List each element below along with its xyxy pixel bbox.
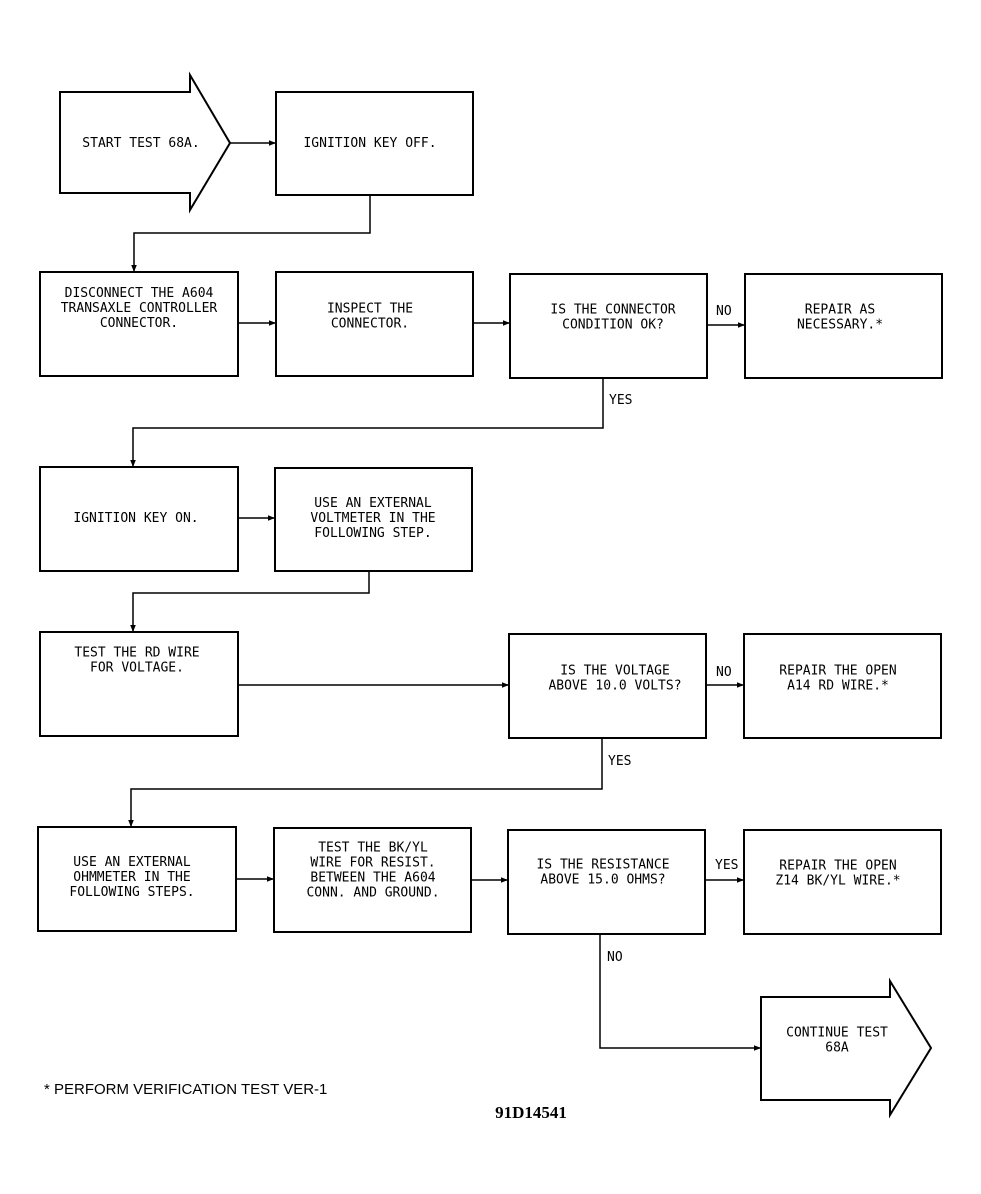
label-no-connector: NO xyxy=(716,304,732,319)
node-line: ABOVE 15.0 OHMS? xyxy=(540,873,665,888)
node-line: CONNECTOR. xyxy=(331,317,409,332)
node-line: IS THE CONNECTOR xyxy=(550,303,675,318)
node-line: FOLLOWING STEP. xyxy=(314,526,431,541)
node-line: IGNITION KEY OFF. xyxy=(303,136,436,151)
node-line: START TEST 68A. xyxy=(82,136,199,151)
node-line: VOLTMETER IN THE xyxy=(310,511,435,526)
resistance-question-to-continue xyxy=(599,934,761,1051)
node-line: WIRE FOR RESIST. xyxy=(310,856,435,871)
connector-ok-to-ignition-on xyxy=(130,378,604,467)
node-line: TEST THE RD WIRE xyxy=(74,646,199,661)
node-line: CONDITION OK? xyxy=(562,318,664,333)
footnote: * PERFORM VERIFICATION TEST VER-1 xyxy=(44,1081,327,1098)
connectors xyxy=(128,140,761,1051)
label-no-resistance: NO xyxy=(607,950,623,965)
node-line: CONN. AND GROUND. xyxy=(306,886,439,901)
node-line: REPAIR AS xyxy=(805,303,875,318)
node-line: OHMMETER IN THE xyxy=(73,870,190,885)
ignition-on-box: IGNITION KEY ON. xyxy=(39,466,239,572)
voltage-question-to-use-ohmmeter xyxy=(128,738,603,827)
use-voltmeter-to-test-rd xyxy=(130,571,370,632)
label-no-voltage: NO xyxy=(716,665,732,680)
node-line: IGNITION KEY ON. xyxy=(73,511,198,526)
figure-reference: 91D14541 xyxy=(495,1103,567,1122)
start-text: START TEST 68A. xyxy=(82,136,199,151)
start-node: START TEST 68A. xyxy=(59,71,232,214)
node-line: BETWEEN THE A604 xyxy=(310,871,435,886)
node-line: REPAIR THE OPEN xyxy=(779,859,896,874)
node-line: IS THE RESISTANCE xyxy=(536,858,669,873)
node-line: TEST THE BK/YL xyxy=(318,841,428,856)
node-line: FOLLOWING STEPS. xyxy=(69,885,194,900)
node-line: A14 RD WIRE.* xyxy=(787,679,889,694)
node-line: CONTINUE TEST xyxy=(786,1026,888,1041)
node-line: INSPECT THE xyxy=(327,302,413,317)
ignition-on-text: IGNITION KEY ON. xyxy=(73,511,198,526)
label-yes-voltage: YES xyxy=(608,754,631,769)
node-line: IS THE VOLTAGE xyxy=(560,664,670,679)
node-line: 68A xyxy=(825,1041,849,1056)
node-line: DISCONNECT THE A604 xyxy=(65,286,214,301)
node-line: FOR VOLTAGE. xyxy=(90,661,184,676)
ignition-off-box: IGNITION KEY OFF. xyxy=(275,91,474,196)
node-line: TRANSAXLE CONTROLLER xyxy=(61,301,218,316)
node-line: USE AN EXTERNAL xyxy=(73,855,191,870)
node-line: Z14 BK/YL WIRE.* xyxy=(775,874,900,889)
node-line: ABOVE 10.0 VOLTS? xyxy=(548,679,681,694)
ignition-off-to-disconnect xyxy=(131,195,371,272)
node-line: NECESSARY.* xyxy=(797,318,883,333)
node-line: USE AN EXTERNAL xyxy=(314,496,432,511)
node-line: CONNECTOR. xyxy=(100,316,178,331)
label-yes-resistance: YES xyxy=(715,858,738,873)
ignition-off-text: IGNITION KEY OFF. xyxy=(303,136,436,151)
node-line: REPAIR THE OPEN xyxy=(779,664,896,679)
label-yes-connector: YES xyxy=(609,393,632,408)
